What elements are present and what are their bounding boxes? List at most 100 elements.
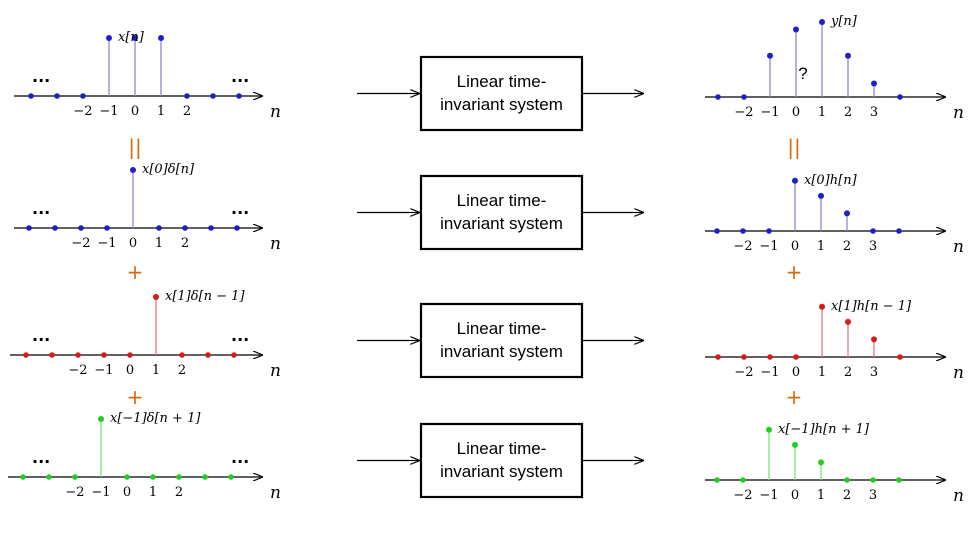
signal-stem-dot xyxy=(792,441,798,448)
tick-label: 1 xyxy=(157,104,165,119)
signal-sample-dot xyxy=(202,474,208,480)
signal-sample-dot xyxy=(205,352,211,358)
lti-system-label-line2: invariant system xyxy=(440,214,563,233)
signal-stem-dot xyxy=(845,52,851,59)
signal-sample-dot xyxy=(766,228,772,234)
signal-sample-dot xyxy=(896,477,902,483)
signal-sample-dot xyxy=(72,474,78,480)
n-axis-label: n xyxy=(270,102,281,122)
n-axis-label: n xyxy=(953,486,964,506)
tick-label: 1 xyxy=(155,236,163,251)
signal-sample-dot xyxy=(793,354,799,360)
lti-system-box xyxy=(419,302,584,379)
ellipsis-left: ... xyxy=(32,448,50,467)
signal-sample-dot xyxy=(26,225,32,231)
tick-label: 0 xyxy=(792,365,800,380)
lti-system-box xyxy=(419,55,584,132)
signal-label: x[1]δ[n − 1] xyxy=(165,289,245,304)
signal-stem-dot xyxy=(767,52,773,59)
tick-label: 2 xyxy=(843,239,851,254)
signal-sample-dot xyxy=(49,352,55,358)
signal-sample-dot xyxy=(78,225,84,231)
signal-sample-dot xyxy=(715,354,721,360)
lti-system-label-line1: Linear time- xyxy=(457,439,547,458)
signal-sample-dot xyxy=(870,228,876,234)
tick-label: 0 xyxy=(792,105,800,120)
signal-stem-dot xyxy=(153,294,159,300)
signal-sample-dot xyxy=(127,352,133,358)
lti-system-label-line1: Linear time- xyxy=(457,191,547,210)
tick-label: 1 xyxy=(152,363,160,378)
lti-system-box xyxy=(419,422,584,499)
signal-sample-dot xyxy=(75,352,81,358)
signal-stem-dot xyxy=(106,35,112,41)
tick-label: 2 xyxy=(178,363,186,378)
signal-sample-dot xyxy=(740,477,746,483)
tick-label: 1 xyxy=(818,105,826,120)
tick-label: −1 xyxy=(760,365,779,380)
n-axis-label: n xyxy=(270,234,281,254)
ellipsis-left: ... xyxy=(32,199,50,218)
signal-sample-dot xyxy=(52,225,58,231)
lti-system-label-line2: invariant system xyxy=(440,95,563,114)
signal-stem-dot xyxy=(132,35,138,41)
tick-label: −1 xyxy=(91,485,110,500)
tick-label: −2 xyxy=(733,239,752,254)
n-axis-label: n xyxy=(953,237,964,257)
tick-label: 2 xyxy=(183,104,191,119)
tick-label: 2 xyxy=(181,236,189,251)
lti-system-label-line1: Linear time- xyxy=(457,319,547,338)
tick-label: 2 xyxy=(843,488,851,503)
tick-label: −1 xyxy=(94,363,113,378)
signal-label: x[−1]δ[n + 1] xyxy=(110,411,201,426)
signal-sample-dot xyxy=(236,93,242,99)
lti-system-label-line1: Linear time- xyxy=(457,72,547,91)
tick-label: −2 xyxy=(71,236,90,251)
tick-label: 2 xyxy=(175,485,183,500)
signal-sample-dot xyxy=(234,225,240,231)
signal-stem-dot xyxy=(130,167,136,173)
signal-sample-dot xyxy=(150,474,156,480)
n-axis-label: n xyxy=(953,363,964,383)
signal-sample-dot xyxy=(80,93,86,99)
signal-sample-dot xyxy=(104,225,110,231)
signal-sample-dot xyxy=(741,354,747,360)
signal-stem-dot xyxy=(819,303,825,310)
signal-sample-dot xyxy=(28,93,34,99)
tick-label: 0 xyxy=(791,239,799,254)
tick-label: −2 xyxy=(733,488,752,503)
lti-system-label-line2: invariant system xyxy=(440,462,563,481)
signal-stem-dot xyxy=(818,192,824,199)
tick-label: −2 xyxy=(734,105,753,120)
equals-operator-left: || xyxy=(128,135,141,159)
tick-label: 0 xyxy=(791,488,799,503)
lti-system-block-2: Linear time-invariant system xyxy=(357,302,643,379)
signal-sample-dot xyxy=(210,93,216,99)
tick-label: −2 xyxy=(734,365,753,380)
signal-stem-dot xyxy=(871,80,877,87)
lti-system-label-line2: invariant system xyxy=(440,342,563,361)
lti-system-block-3: Linear time-invariant system xyxy=(357,422,643,499)
signal-sample-dot xyxy=(897,94,903,100)
signal-sample-dot xyxy=(124,474,130,480)
ellipsis-right: ... xyxy=(231,67,249,86)
tick-label: −1 xyxy=(99,104,118,119)
tick-label: −1 xyxy=(759,488,778,503)
signal-sample-dot xyxy=(228,474,234,480)
signal-sample-dot xyxy=(179,352,185,358)
signal-stem-dot xyxy=(844,210,850,217)
ellipsis-right: ... xyxy=(231,326,249,345)
tick-label: −2 xyxy=(65,485,84,500)
signal-sample-dot xyxy=(54,93,60,99)
tick-label: 0 xyxy=(126,363,134,378)
n-axis-label: n xyxy=(953,103,964,123)
signal-stem-dot xyxy=(845,318,851,325)
tick-label: −1 xyxy=(760,105,779,120)
signal-sample-dot xyxy=(101,352,107,358)
